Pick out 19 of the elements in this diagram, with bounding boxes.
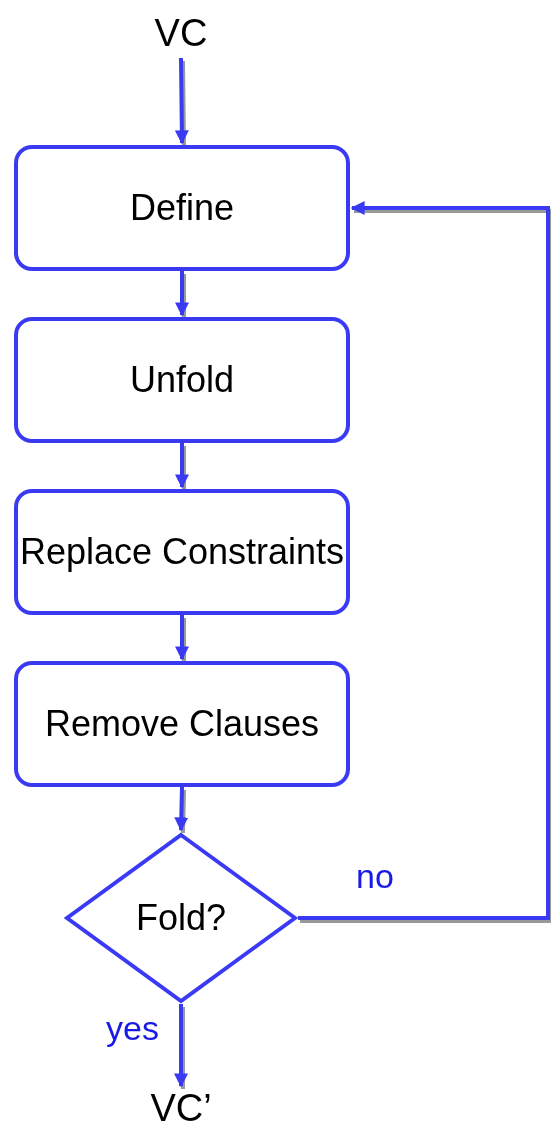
arrow: [175, 443, 189, 489]
process-box: [14, 317, 350, 443]
node-label: Fold?: [135, 896, 227, 941]
arrow: [174, 1004, 188, 1088]
node-label: Unfold: [129, 358, 235, 403]
process-box: [14, 661, 350, 787]
process-box: [14, 489, 350, 615]
terminal-label: VC: [154, 13, 208, 55]
arrow: [298, 201, 550, 920]
decision-diamond: [64, 832, 298, 1004]
node-label: Remove Clauses: [44, 702, 320, 747]
terminal-label: VC’: [150, 1088, 212, 1130]
arrow: [174, 57, 189, 145]
node-label: Replace Constraints: [19, 530, 345, 575]
arrow: [175, 271, 189, 317]
arrow: [174, 786, 189, 832]
process-box: [14, 145, 350, 271]
node-label: Define: [129, 186, 235, 231]
arrow: [175, 615, 189, 661]
